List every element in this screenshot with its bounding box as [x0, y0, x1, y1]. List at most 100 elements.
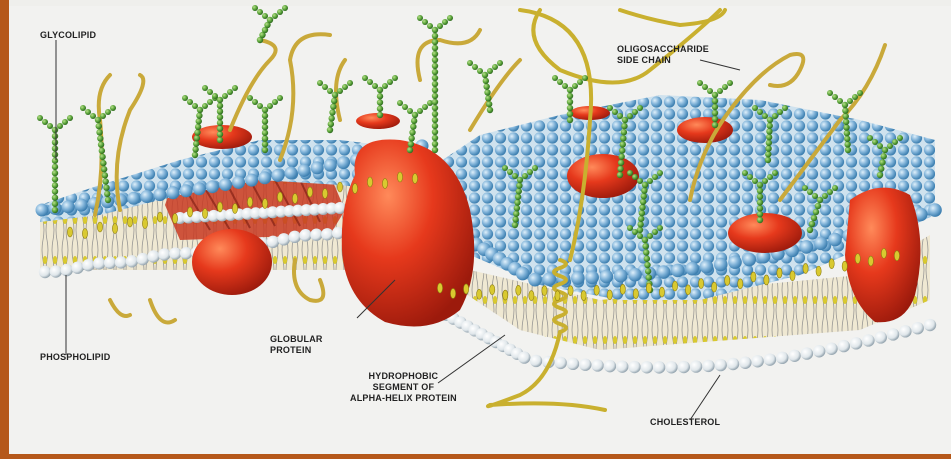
phospholipid-head	[850, 337, 862, 349]
phospholipid-head	[62, 200, 75, 213]
label-globular-line2: PROTEIN	[270, 345, 323, 356]
label-hydrophobic-line1: HYDROPHOBIC	[350, 371, 457, 382]
phospholipid-head	[50, 265, 62, 277]
phospholipid-head	[158, 248, 170, 260]
phospholipid-head	[788, 350, 800, 362]
phospholipid-head	[727, 358, 739, 370]
phospholipid-head	[71, 262, 83, 274]
phospholipid-head	[311, 161, 324, 174]
phospholipid-head	[828, 233, 842, 247]
phospholipid-head	[928, 203, 942, 217]
phospholipid-head	[298, 164, 311, 177]
label-oligosaccharide-line1: OLIGOSACCHARIDE	[617, 44, 709, 55]
phospholipid-head	[278, 233, 290, 245]
phospholipid-head	[127, 192, 140, 205]
phospholipid-head	[232, 176, 245, 189]
phospholipid-head	[258, 171, 271, 184]
phospholipid-head	[801, 347, 813, 359]
phospholipid-head	[604, 360, 616, 372]
phospholipid-head	[245, 174, 258, 187]
phospholipid-head	[137, 253, 149, 265]
phospholipid-head	[838, 340, 850, 352]
phospholipid-head	[61, 264, 73, 276]
phospholipid-head	[924, 319, 936, 331]
phospholipid-head	[289, 231, 301, 243]
phospholipid-head	[75, 199, 88, 212]
oligosaccharide-chain	[362, 75, 398, 118]
phospholipid-head	[126, 255, 138, 267]
label-oligosaccharide: OLIGOSACCHARIDE SIDE CHAIN	[617, 44, 709, 66]
phospholipid-head	[324, 159, 337, 172]
phospholipid-head	[616, 360, 628, 372]
phospholipid-head	[93, 257, 105, 269]
phospholipid-head	[193, 182, 206, 195]
phospholipid-head	[862, 334, 874, 346]
label-hydrophobic-line3: ALPHA-HELIX PROTEIN	[350, 393, 457, 404]
phospholipid-head	[591, 359, 603, 371]
phospholipid-head	[299, 229, 311, 241]
phospholipid-head	[147, 250, 159, 262]
phospholipid-head	[657, 265, 671, 279]
phospholipid-head	[614, 269, 628, 283]
phospholipid-head	[813, 345, 825, 357]
phospholipid-head	[169, 247, 181, 259]
phospholipid-head	[585, 271, 599, 285]
phospholipid-head	[153, 188, 166, 201]
phospholipid-head	[628, 268, 642, 282]
phospholipid-head	[641, 361, 653, 373]
phospholipid-head	[899, 325, 911, 337]
oligosaccharide-chain	[252, 5, 288, 43]
phospholipid-head	[206, 180, 219, 193]
label-glycolipid: GLYCOLIPID	[40, 30, 96, 41]
phospholipid-head	[665, 361, 677, 373]
phospholipid-head	[180, 247, 192, 259]
phospholipid-head	[825, 343, 837, 355]
phospholipid-head	[219, 178, 232, 191]
phospholipid-head	[516, 267, 530, 281]
phospholipid-head	[678, 361, 690, 373]
phospholipid-head	[800, 240, 814, 254]
phospholipid-head	[700, 260, 714, 274]
phospholipid-head	[180, 184, 193, 197]
phospholipid-head	[653, 361, 665, 373]
phospholipid-head	[776, 352, 788, 364]
phospholipid-head	[571, 271, 585, 285]
phospholipid-head	[715, 359, 727, 371]
phospholipid-head	[337, 156, 350, 169]
phospholipid-head	[739, 357, 751, 369]
phospholipid-head	[528, 273, 542, 287]
label-globular-line1: GLOBULAR	[270, 334, 323, 345]
globular-protein-surface-2	[728, 213, 802, 253]
phospholipid-head	[751, 355, 763, 367]
phospholipid-head	[671, 264, 685, 278]
phospholipid-head	[600, 270, 614, 284]
label-globular-protein: GLOBULAR PROTEIN	[270, 334, 323, 356]
phospholipid-head	[742, 253, 756, 267]
phospholipid-head	[690, 360, 702, 372]
phospholipid-head	[554, 357, 566, 369]
phospholipid-head	[814, 237, 828, 251]
phospholipid-head	[167, 186, 180, 199]
globular-protein-lower-left	[192, 229, 272, 295]
phospholipid-head	[714, 258, 728, 272]
phospholipid-head	[530, 355, 542, 367]
phospholipid-head	[36, 204, 49, 217]
phospholipid-head	[284, 166, 297, 179]
phospholipid-head	[271, 169, 284, 182]
phospholipid-head	[887, 328, 899, 340]
phospholipid-head	[518, 351, 530, 363]
globular-protein-surface-1	[567, 154, 639, 198]
phospholipid-head	[628, 361, 640, 373]
phospholipid-head	[764, 353, 776, 365]
phospholipid-head	[104, 257, 116, 269]
label-hydrophobic-line2: SEGMENT OF	[350, 382, 457, 393]
phospholipid-head	[911, 322, 923, 334]
phospholipid-head	[82, 259, 94, 271]
label-cholesterol: CHOLESTEROL	[650, 417, 720, 428]
membrane-bilayer	[36, 95, 942, 374]
label-hydrophobic-segment: HYDROPHOBIC SEGMENT OF ALPHA-HELIX PROTE…	[350, 371, 457, 404]
phospholipid-head	[310, 228, 322, 240]
label-oligosaccharide-line2: SIDE CHAIN	[617, 55, 709, 66]
